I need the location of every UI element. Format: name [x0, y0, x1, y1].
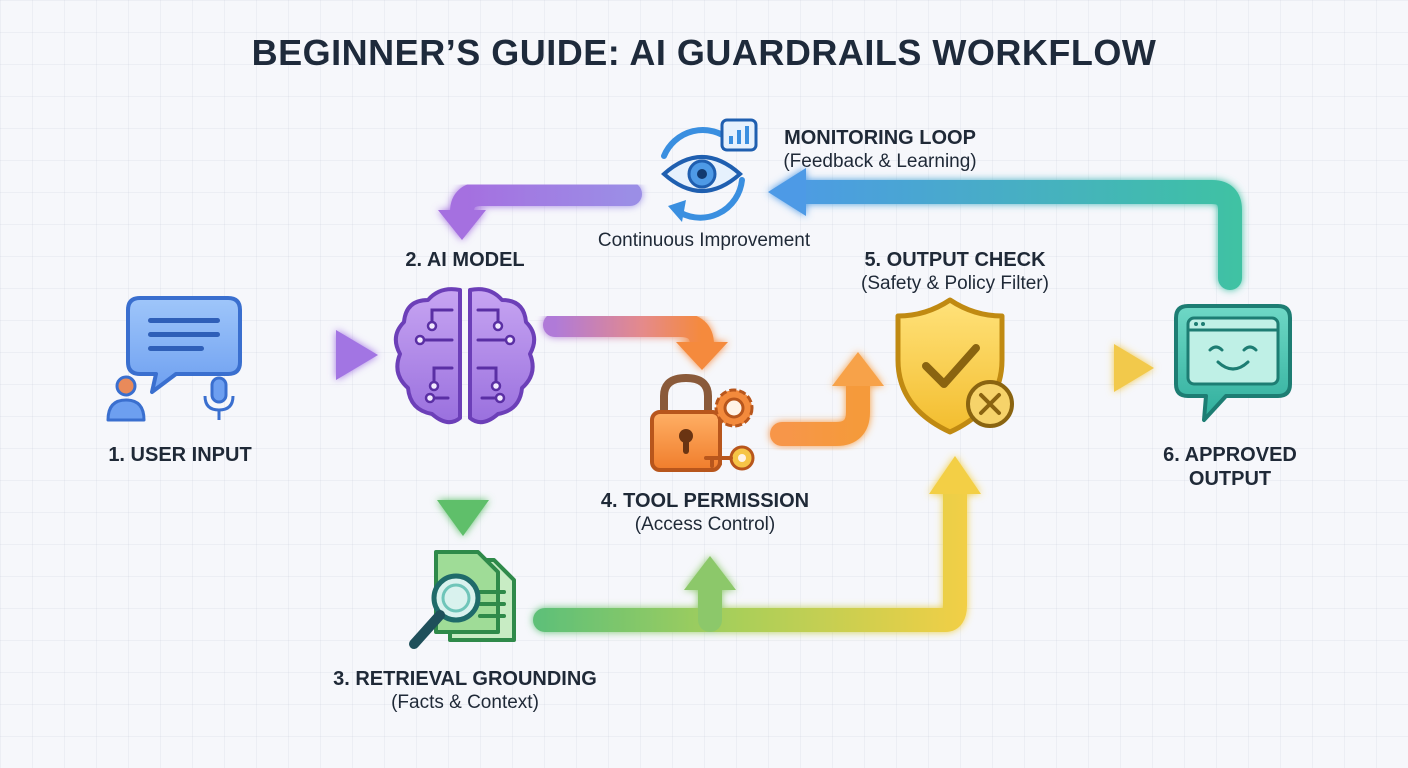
monitoring-loop-title: MONITORING LOOP	[784, 127, 976, 149]
arrow-tool-to-check	[770, 352, 884, 446]
step-retrieval-label: 3. RETRIEVAL GROUNDING (Facts & Context)	[300, 667, 630, 715]
eye-cycle-chart-icon	[660, 118, 758, 222]
arrow-output-to-monitoring	[768, 168, 1242, 290]
step-ai-model-title: 2. AI MODEL	[405, 249, 525, 271]
arrow-input-to-model	[258, 330, 378, 380]
step-output-check-subtitle: (Safety & Policy Filter)	[861, 273, 1049, 294]
brain-circuit-icon	[393, 287, 537, 425]
step-retrieval-title: 3. RETRIEVAL GROUNDING	[333, 668, 597, 690]
step-tool-permission-label: 4. TOOL PERMISSION (Access Control)	[570, 489, 840, 537]
monitoring-loop-label: MONITORING LOOP (Feedback & Learning)	[760, 126, 1000, 174]
step-approved-output-label: 6. APPROVED OUTPUT	[1130, 443, 1330, 491]
arrow-retrieval-to-tool-and-check	[533, 456, 981, 632]
step-ai-model-label: 2. AI MODEL	[360, 248, 570, 272]
arrow-monitoring-to-model	[438, 182, 642, 240]
step-tool-permission-title: 4. TOOL PERMISSION	[600, 490, 810, 512]
step-retrieval-subtitle: (Facts & Context)	[391, 692, 539, 713]
step-output-check-label: 5. OUTPUT CHECK (Safety & Policy Filter)	[820, 248, 1090, 296]
step-user-input-title: 1. USER INPUT	[108, 444, 252, 466]
step-approved-output-title: 6. APPROVED	[1163, 444, 1297, 466]
page-title: BEGINNER’S GUIDE: AI GUARDRAILS WORKFLOW	[251, 32, 1157, 73]
shield-check-x-icon	[895, 297, 1014, 435]
padlock-gear-key-icon	[650, 373, 755, 472]
step-user-input-label: 1. USER INPUT	[70, 443, 290, 467]
chat-bubble-user-microphone-icon	[106, 296, 242, 422]
smiling-chat-window-icon	[1174, 304, 1292, 422]
step-output-check-title: 5. OUTPUT CHECK	[864, 249, 1046, 271]
monitoring-caption: Continuous Improvement	[574, 229, 834, 253]
step-approved-output-title-line2: OUTPUT	[1188, 468, 1272, 490]
step-tool-permission-subtitle: (Access Control)	[634, 514, 776, 535]
documents-magnifier-icon	[409, 550, 516, 649]
monitoring-loop-subtitle: (Feedback & Learning)	[783, 151, 977, 172]
arrow-model-to-retrieval	[437, 434, 489, 536]
arrow-model-to-tool	[543, 313, 728, 370]
arrow-check-to-output	[1020, 344, 1154, 392]
monitoring-caption-text: Continuous Improvement	[597, 230, 811, 251]
